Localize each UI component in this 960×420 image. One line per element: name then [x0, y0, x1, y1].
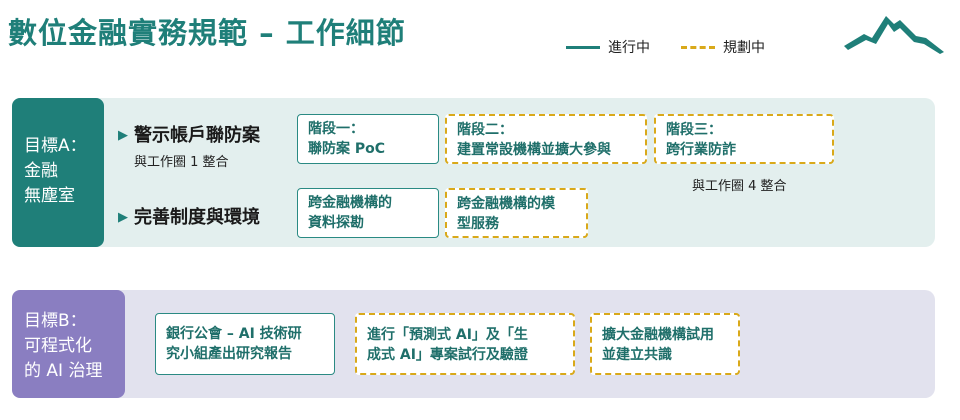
- goal-b-line3: 的 AI 治理: [24, 361, 103, 381]
- goal-a-line2: 金融: [24, 161, 58, 181]
- legend-in-progress-label: 進行中: [608, 40, 650, 56]
- triangle-right-icon: ▶: [118, 210, 128, 225]
- topic-alert-account-label: 警示帳戶聯防案: [134, 125, 260, 146]
- stage-box-2: 階段二： 建置常設機構並擴大參與: [445, 114, 647, 164]
- research-report-box-line1: 銀行公會 – AI 技術研: [166, 326, 302, 342]
- research-report-box-line2: 究小組產出研究報告: [166, 346, 292, 362]
- ai-pilot-box: 進行「預測式 AI」及「生 成式 AI」專案試行及驗證: [355, 313, 575, 375]
- data-mining-box: 跨金融機構的 資料探勘: [297, 188, 439, 238]
- stage-box-3-line2: 跨行業防詐: [666, 142, 736, 158]
- stage-box-2-line2: 建置常設機構並擴大參與: [457, 142, 611, 158]
- data-mining-box-line2: 資料探勘: [308, 215, 364, 231]
- consensus-box: 擴大金融機構試用 並建立共識: [590, 313, 740, 375]
- goal-a-line3: 無塵室: [24, 186, 75, 206]
- ai-pilot-box-line1: 進行「預測式 AI」及「生: [367, 327, 528, 343]
- data-mining-box-line1: 跨金融機構的: [308, 195, 392, 211]
- goal-b-label: 目標B： 可程式化 的 AI 治理: [12, 290, 125, 398]
- triangle-right-icon: ▶: [118, 128, 128, 143]
- legend-in-progress: 進行中: [566, 37, 650, 57]
- topic-system-environment: ▶ 完善制度與環境: [118, 203, 260, 229]
- model-service-box-line2: 型服務: [457, 216, 499, 232]
- stage-box-2-line1: 階段二：: [457, 122, 513, 138]
- stage-box-1-line2: 聯防案 PoC: [308, 141, 386, 157]
- goal-b-line1: 目標B：: [24, 311, 87, 331]
- legend-planned: 規劃中: [681, 37, 765, 57]
- model-service-box: 跨金融機構的模 型服務: [445, 188, 588, 238]
- goal-a-label: 目標A： 金融 無塵室: [12, 98, 104, 247]
- topic-system-environment-label: 完善制度與環境: [134, 207, 260, 228]
- legend-planned-label: 規劃中: [723, 40, 765, 56]
- topic-alert-account: ▶ 警示帳戶聯防案: [118, 121, 260, 147]
- research-report-box: 銀行公會 – AI 技術研 究小組產出研究報告: [155, 313, 335, 375]
- stage-box-3-line1: 階段三：: [666, 122, 722, 138]
- model-service-box-line1: 跨金融機構的模: [457, 196, 555, 212]
- ai-pilot-box-line2: 成式 AI」專案試行及驗證: [367, 347, 528, 363]
- dashed-line-icon: [681, 45, 715, 49]
- stage-box-3: 階段三： 跨行業防詐: [654, 114, 834, 164]
- page-title: 數位金融實務規範 – 工作細節: [8, 16, 406, 50]
- stage-3-note: 與工作圈 4 整合: [692, 179, 787, 194]
- stage-box-1-line1: 階段一：: [308, 121, 364, 137]
- goal-a-line1: 目標A：: [24, 136, 87, 156]
- goal-b-line2: 可程式化: [24, 336, 92, 356]
- topic-alert-account-note: 與工作圈 1 整合: [134, 155, 229, 170]
- stage-box-1: 階段一： 聯防案 PoC: [297, 114, 439, 164]
- mountain-logo-icon: [844, 16, 944, 54]
- solid-line-icon: [566, 45, 600, 49]
- consensus-box-line2: 並建立共識: [602, 347, 672, 363]
- consensus-box-line1: 擴大金融機構試用: [602, 327, 714, 343]
